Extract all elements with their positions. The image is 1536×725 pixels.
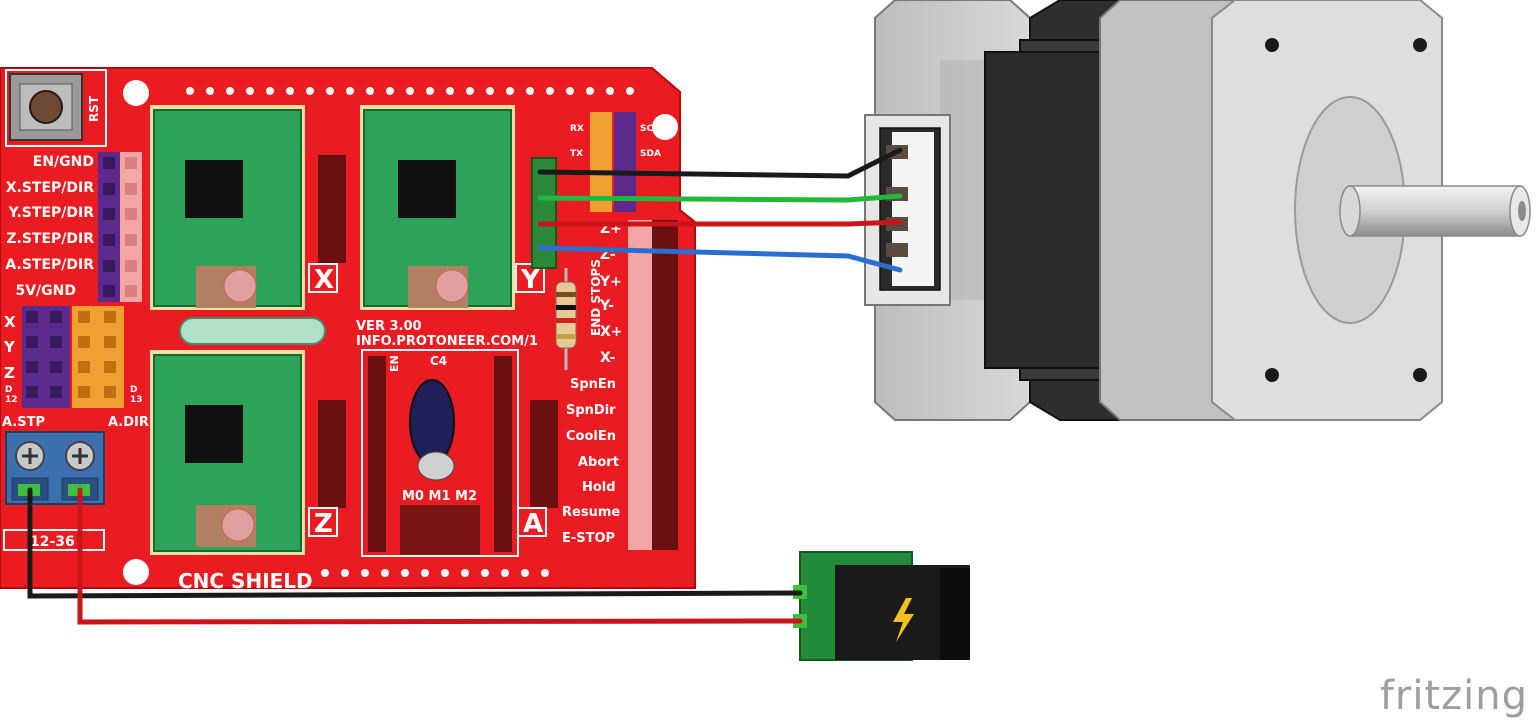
uart-label-rx: RX — [570, 124, 584, 134]
control-spndir: SpnDir — [566, 403, 616, 418]
control-abort: Abort — [578, 455, 619, 470]
motor-wires — [537, 147, 903, 273]
d13-label: D — [130, 385, 137, 395]
power-wire-red — [77, 487, 803, 625]
control-estop: E-STOP — [562, 531, 615, 546]
pin-label-en-gnd: EN/GND — [33, 154, 94, 170]
mount-hole — [123, 80, 149, 106]
stepper-motor — [864, 0, 1531, 421]
driver-module-z — [150, 350, 305, 555]
pin-label-y-step-dir: Y.STEP/DIR — [8, 205, 95, 221]
power-range-label: 12-36 — [30, 534, 75, 550]
microstep-label: M0 M1 M2 — [402, 489, 477, 504]
pin-label-x-step-dir: X.STEP/DIR — [6, 180, 95, 196]
control-spnen: SpnEn — [570, 377, 616, 392]
wire-black — [537, 147, 903, 179]
dc-power-jack — [793, 551, 970, 661]
axis-label-y: Y — [3, 338, 16, 356]
axis-x-label: X — [314, 265, 334, 295]
endstop-y-minus: Y- — [599, 298, 614, 314]
d12-label: D — [5, 385, 12, 395]
mount-hole — [1265, 368, 1279, 382]
wire-green — [537, 193, 903, 203]
endstop-x-plus: X+ — [600, 324, 623, 340]
axis-y-label: Y — [520, 265, 541, 295]
version-label: VER 3.00 — [356, 319, 422, 334]
power-terminal — [5, 431, 105, 505]
d13-label-num: 13 — [130, 395, 143, 405]
left-header — [98, 152, 142, 302]
wire-blue — [537, 245, 903, 273]
reset-label: RST — [87, 95, 101, 122]
a-dir-label: A.DIR — [108, 415, 149, 430]
d12-label-num: 12 — [5, 395, 18, 405]
mount-hole — [1265, 38, 1279, 52]
mount-hole — [1413, 38, 1427, 52]
uart-label-tx: TX — [570, 149, 583, 159]
axis-label-x: X — [4, 313, 16, 331]
endstop-x-minus: X- — [600, 350, 616, 366]
cnc-shield: RST EN/GND X.STEP/DIR Y.STEP/DIR Z.STEP/… — [0, 67, 696, 593]
mount-hole — [1413, 368, 1427, 382]
i2c-label-scl: SCL — [640, 124, 659, 134]
reset-button[interactable] — [5, 69, 107, 147]
driver-module-y — [360, 105, 515, 310]
uart-i2c-header — [590, 112, 636, 212]
wire-red — [537, 219, 903, 227]
resistor — [555, 268, 577, 370]
i2c-label-sda: SDA — [640, 149, 661, 159]
control-hold: Hold — [582, 480, 616, 495]
control-resume: Resume — [562, 505, 620, 520]
power-bolt-icon — [893, 598, 914, 642]
driver-socket-a — [361, 349, 519, 557]
capacitor-label: C4 — [430, 354, 447, 368]
endstop-y-plus: Y+ — [599, 274, 622, 290]
enable-label: EN — [388, 355, 401, 372]
axis-a-label: A — [523, 509, 543, 539]
power-wire-black — [27, 487, 803, 599]
mount-hole — [652, 114, 678, 140]
axis-jumpers — [22, 306, 124, 408]
fritzing-watermark: fritzing — [1379, 673, 1528, 719]
shield-name-label: CNC SHIELD — [178, 569, 313, 593]
motor-headers — [318, 155, 558, 508]
reed-component — [179, 317, 326, 345]
motor-shaft — [1349, 185, 1521, 237]
pin-label-5v-gnd: 5V/GND — [15, 283, 76, 299]
axis-z-label: Z — [314, 509, 333, 539]
power-wires — [27, 487, 803, 625]
endstop-title: END STOPS — [589, 259, 603, 336]
url-label: INFO.PROTONEER.COM/1 — [356, 334, 538, 349]
control-coolen: CoolEn — [566, 429, 616, 444]
axis-label-z: Z — [4, 364, 15, 382]
driver-module-x — [150, 105, 305, 310]
pin-label-a-step-dir: A.STEP/DIR — [5, 257, 94, 273]
pin-label-z-step-dir: Z.STEP/DIR — [6, 231, 94, 247]
control-header — [628, 220, 678, 550]
mount-hole — [123, 559, 149, 585]
a-stp-label: A.STP — [2, 415, 45, 430]
